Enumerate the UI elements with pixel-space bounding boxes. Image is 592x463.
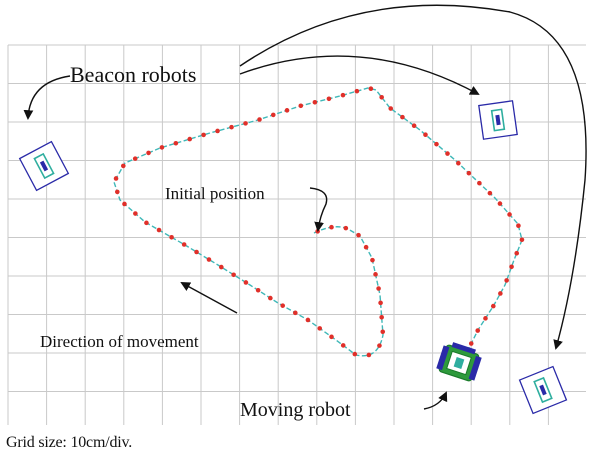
sample-point	[243, 280, 249, 285]
sample-point	[215, 128, 220, 134]
sample-point	[475, 328, 481, 333]
sample-point	[477, 180, 482, 186]
arrow-icon	[309, 187, 328, 232]
sample-point	[326, 96, 332, 102]
sample-point	[368, 86, 374, 92]
grid-size-caption: Grid size: 10cm/div.	[6, 434, 133, 451]
sample-point	[370, 257, 375, 263]
sample-point	[206, 257, 212, 262]
sample-point	[340, 92, 346, 98]
sample-point	[468, 341, 474, 346]
sample-point	[181, 242, 187, 247]
sample-point	[366, 352, 372, 358]
sample-point	[194, 249, 199, 255]
sample-point	[378, 300, 383, 306]
sample-point	[380, 329, 386, 335]
sample-point	[483, 316, 488, 321]
sample-point	[317, 326, 323, 331]
sample-point	[329, 224, 334, 230]
sample-point	[312, 99, 318, 105]
sample-point	[219, 264, 224, 270]
arrow-icon	[239, 55, 480, 95]
beacon-robot-bottom-right	[518, 365, 568, 415]
sample-point	[379, 314, 384, 320]
sample-point	[280, 303, 286, 308]
moving-robot-icon	[436, 342, 482, 382]
sample-point	[373, 272, 378, 277]
beacon-robot-left	[18, 140, 70, 192]
sample-point	[268, 295, 273, 301]
sample-point	[514, 250, 520, 256]
sample-point	[173, 140, 179, 146]
sample-point	[146, 150, 151, 156]
sample-point	[497, 201, 503, 206]
sample-point	[356, 232, 361, 238]
sample-point	[187, 136, 193, 142]
grid	[7, 44, 586, 425]
sample-point	[504, 278, 509, 283]
arrow-icon	[23, 75, 71, 120]
sample-point	[257, 117, 262, 122]
beacon-robot-top-right	[478, 100, 518, 140]
sample-point	[498, 291, 503, 296]
arrow-icon	[239, 4, 587, 350]
sample-point	[169, 234, 174, 240]
sample-points	[113, 86, 525, 358]
sample-point	[388, 106, 394, 111]
moving-robot-label: Moving robot	[240, 399, 351, 421]
sample-point	[121, 163, 126, 169]
sample-point	[329, 334, 334, 340]
sample-point	[122, 201, 127, 207]
sample-point	[456, 160, 461, 166]
sample-point	[400, 114, 405, 120]
sample-point	[115, 189, 120, 195]
sample-point	[255, 287, 261, 293]
sample-point	[132, 156, 138, 161]
sample-point	[354, 88, 360, 94]
sample-point	[229, 124, 234, 130]
sample-point	[201, 132, 206, 138]
sample-point	[516, 223, 521, 228]
sample-point	[343, 225, 349, 231]
beacon-robots-label: Beacon robots	[70, 62, 196, 87]
sample-point	[284, 108, 290, 113]
sample-point	[376, 286, 381, 291]
sample-point	[487, 190, 493, 196]
sample-point	[159, 145, 165, 150]
sample-point	[509, 264, 514, 270]
sample-point	[144, 220, 149, 226]
sample-point	[298, 103, 304, 109]
sample-point	[231, 272, 236, 278]
arrow-icon	[180, 282, 238, 314]
sample-point	[270, 112, 276, 118]
sample-point	[305, 317, 311, 323]
sample-point	[377, 343, 382, 348]
sample-point	[340, 343, 346, 348]
sample-point	[379, 94, 384, 100]
sample-point	[490, 303, 496, 309]
sample-point	[445, 151, 450, 156]
sample-point	[133, 211, 138, 216]
sample-point	[411, 123, 417, 128]
initial-position-label: Initial position	[165, 184, 265, 203]
arrow-icon	[423, 391, 448, 410]
sample-point	[352, 351, 358, 357]
sample-point	[423, 132, 428, 138]
sample-point	[156, 227, 162, 233]
sample-point	[363, 244, 369, 250]
trajectory-path	[113, 87, 523, 357]
sample-point	[243, 121, 248, 126]
sample-point	[113, 176, 119, 181]
sample-point	[519, 237, 525, 243]
trajectory-diagram: Beacon robots Initial position Direction…	[7, 4, 587, 425]
direction-of-movement-label: Direction of movement	[40, 332, 199, 351]
sample-point	[507, 212, 512, 217]
sample-point	[434, 141, 439, 147]
sample-point	[466, 170, 472, 176]
sample-point	[293, 310, 298, 316]
